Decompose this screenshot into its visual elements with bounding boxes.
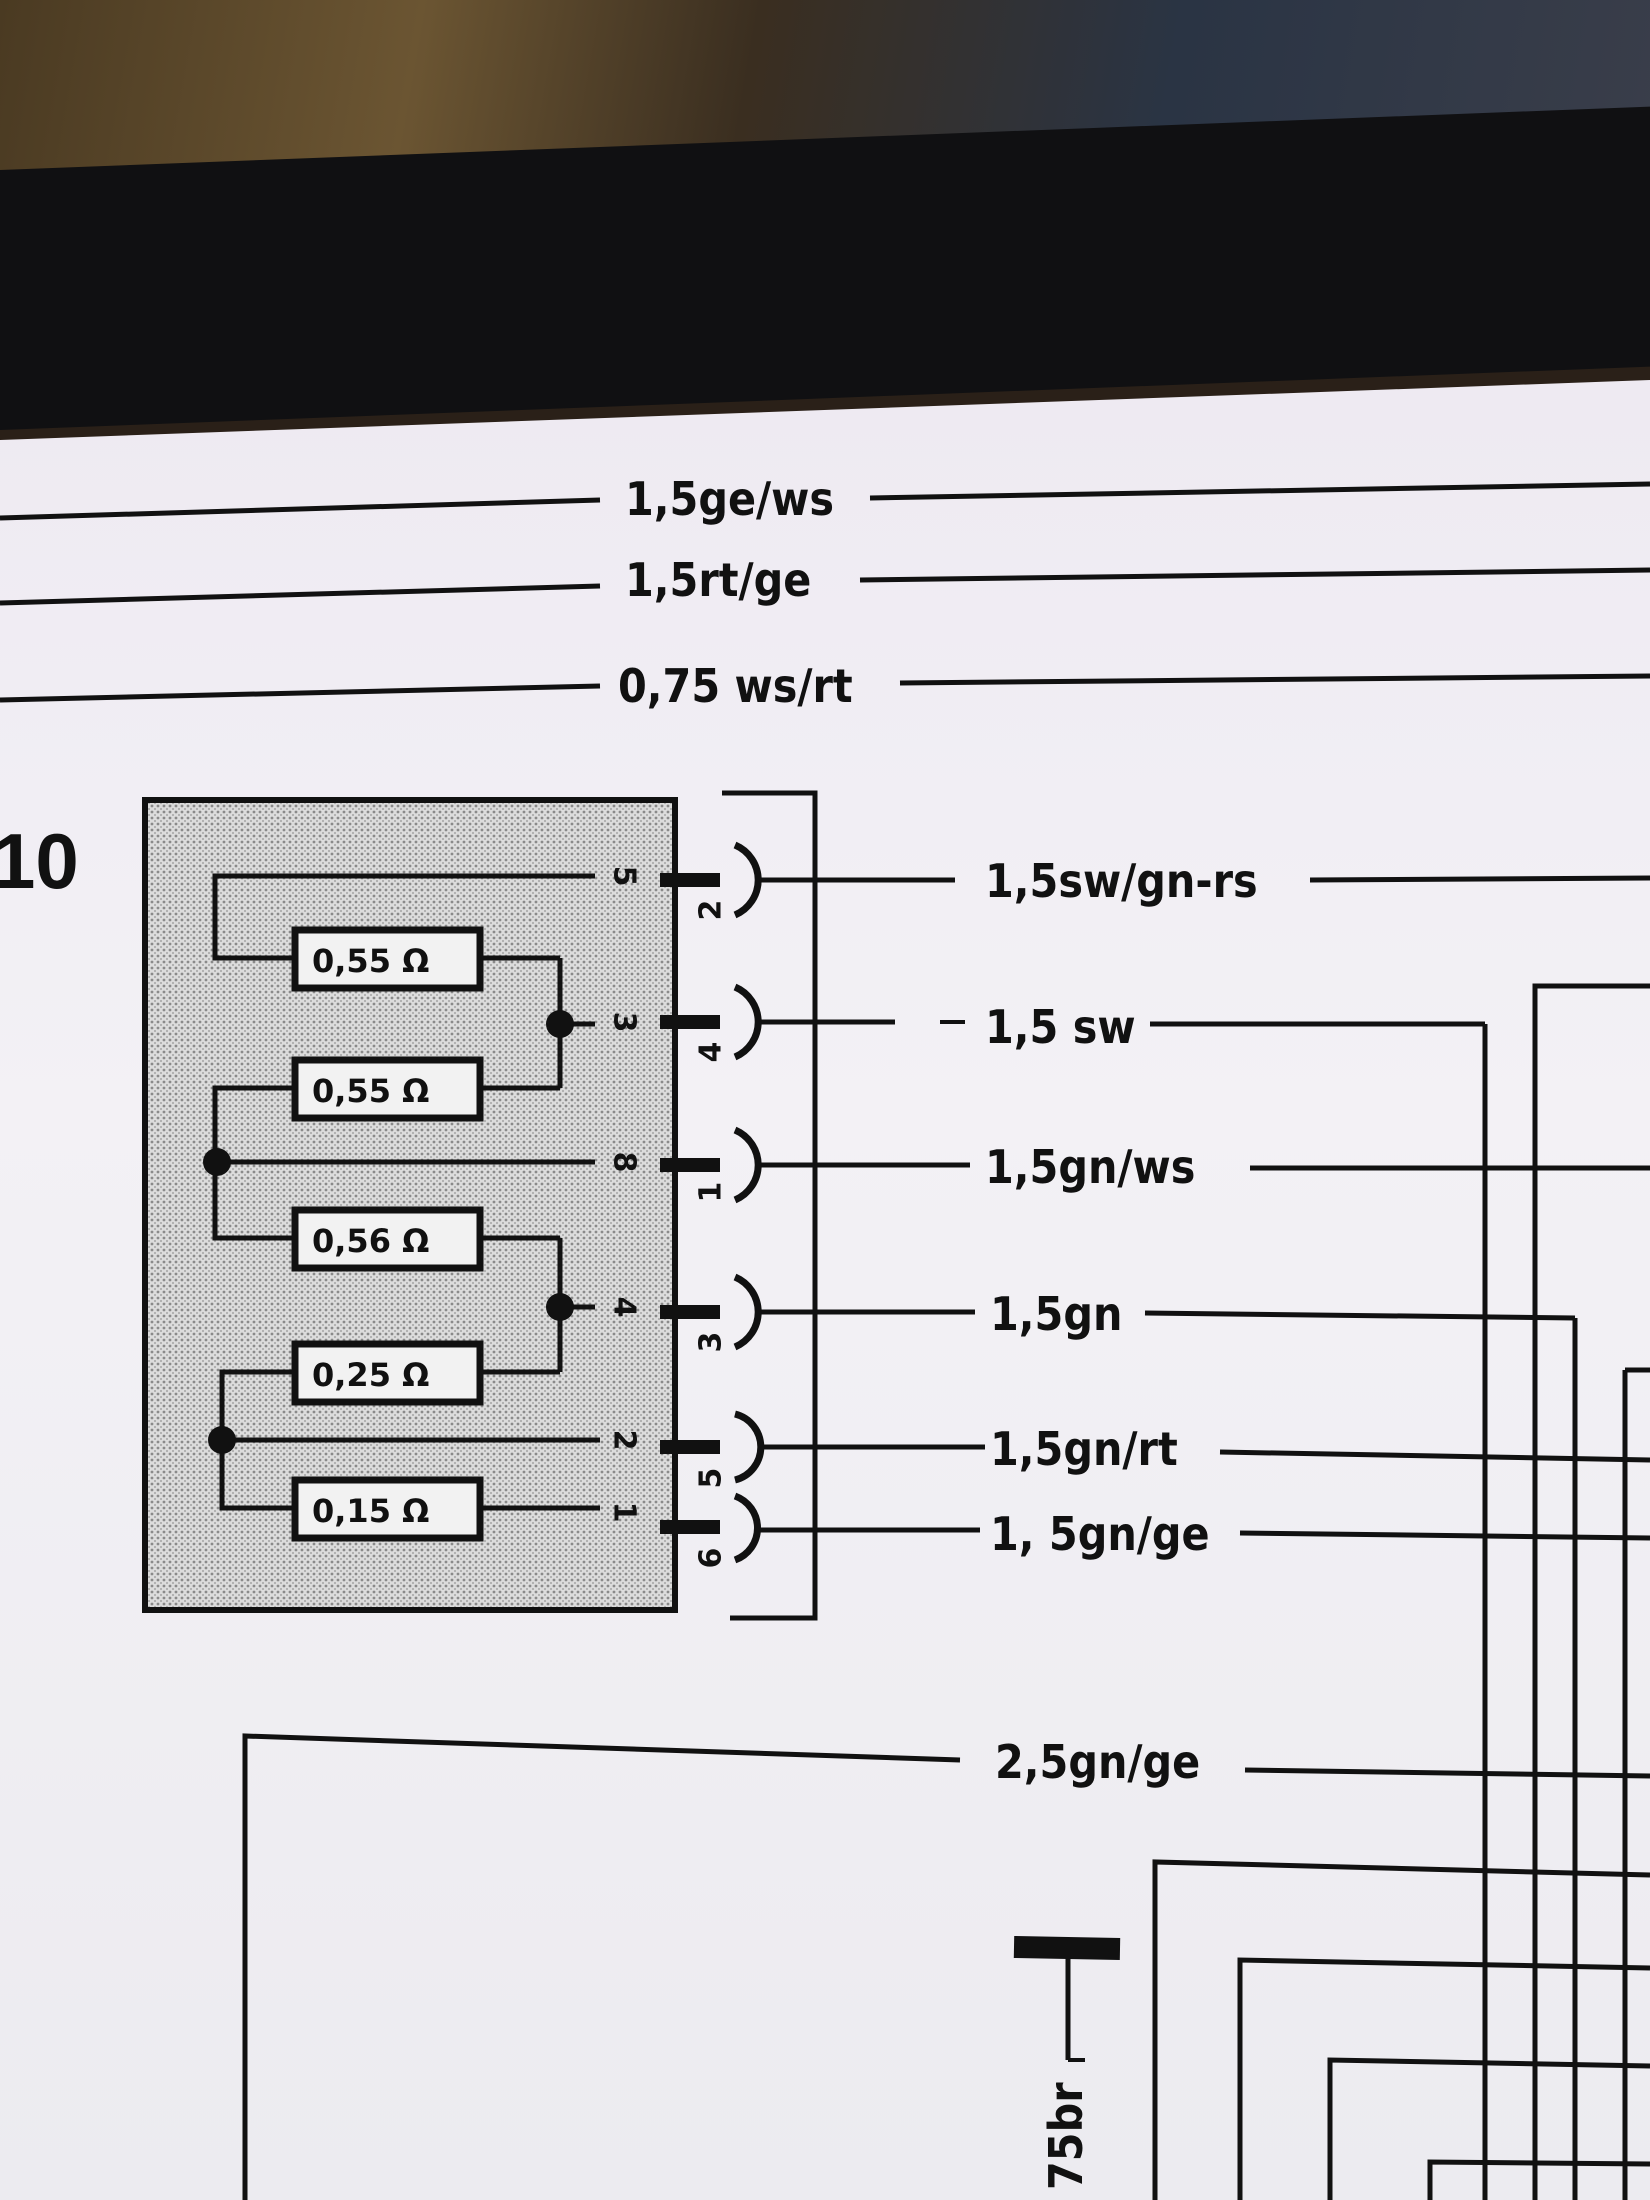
wire-label: 1,5 sw <box>985 1000 1136 1054</box>
wire-label: 1,5rt/ge <box>625 553 811 607</box>
internal-pin-number: 4 <box>607 1297 642 1318</box>
resistor-3: 0,56 Ω <box>291 1206 484 1272</box>
resistor-5: 0,15 Ω <box>291 1476 484 1542</box>
resistor-label: 0,15 Ω <box>312 1492 429 1530</box>
internal-pin-number: 1 <box>607 1502 642 1523</box>
internal-pin-number: 2 <box>607 1430 642 1451</box>
connector-pin-number: 6 <box>694 1548 729 1569</box>
connector-bracket <box>722 790 818 1621</box>
wire-label: 1,5gn/rt <box>990 1422 1178 1476</box>
resistor-2: 0,55 Ω <box>291 1056 484 1122</box>
resistor-label: 0,55 Ω <box>312 942 429 980</box>
wire-top-2-right <box>859 567 1650 583</box>
ground-wire-label: 75br <box>1039 2082 1093 2190</box>
connector-pin-number: 1 <box>694 1182 729 1203</box>
resistor-label: 0,25 Ω <box>312 1356 429 1394</box>
wire-top-1-right <box>869 481 1650 501</box>
wire-top-2-left <box>0 583 601 606</box>
connector-pin-number: 2 <box>694 900 729 921</box>
resistor-label: 0,56 Ω <box>312 1222 429 1260</box>
component-10-body <box>142 797 678 1613</box>
resistor-1: 0,55 Ω <box>291 926 484 992</box>
wire-top-3-left <box>0 683 601 703</box>
connector-pin-number: 3 <box>694 1332 729 1353</box>
component-number: 10 <box>0 817 79 905</box>
internal-pin-number: 5 <box>607 866 642 887</box>
wire-label: 2,5gn/ge <box>995 1735 1200 1789</box>
wire-top-3-right <box>899 673 1650 686</box>
connector-pin-number: 5 <box>694 1468 729 1489</box>
wire-label: 1,5ge/ws <box>625 472 834 526</box>
wire-label: 1,5sw/gn-rs <box>985 854 1258 908</box>
wire-label: 0,75 ws/rt <box>618 659 853 713</box>
resistor-label: 0,55 Ω <box>312 1072 429 1110</box>
connector-pin-number: 4 <box>694 1042 729 1063</box>
resistor-4: 0,25 Ω <box>291 1340 484 1406</box>
wire-top-1-left <box>0 497 601 521</box>
wire-label: 1,5gn/ws <box>985 1140 1195 1194</box>
internal-pin-number: 8 <box>607 1152 642 1173</box>
wire-label: 1, 5gn/ge <box>990 1507 1210 1561</box>
wire-label: 1,5gn <box>990 1287 1122 1341</box>
internal-pin-number: 3 <box>607 1012 642 1033</box>
